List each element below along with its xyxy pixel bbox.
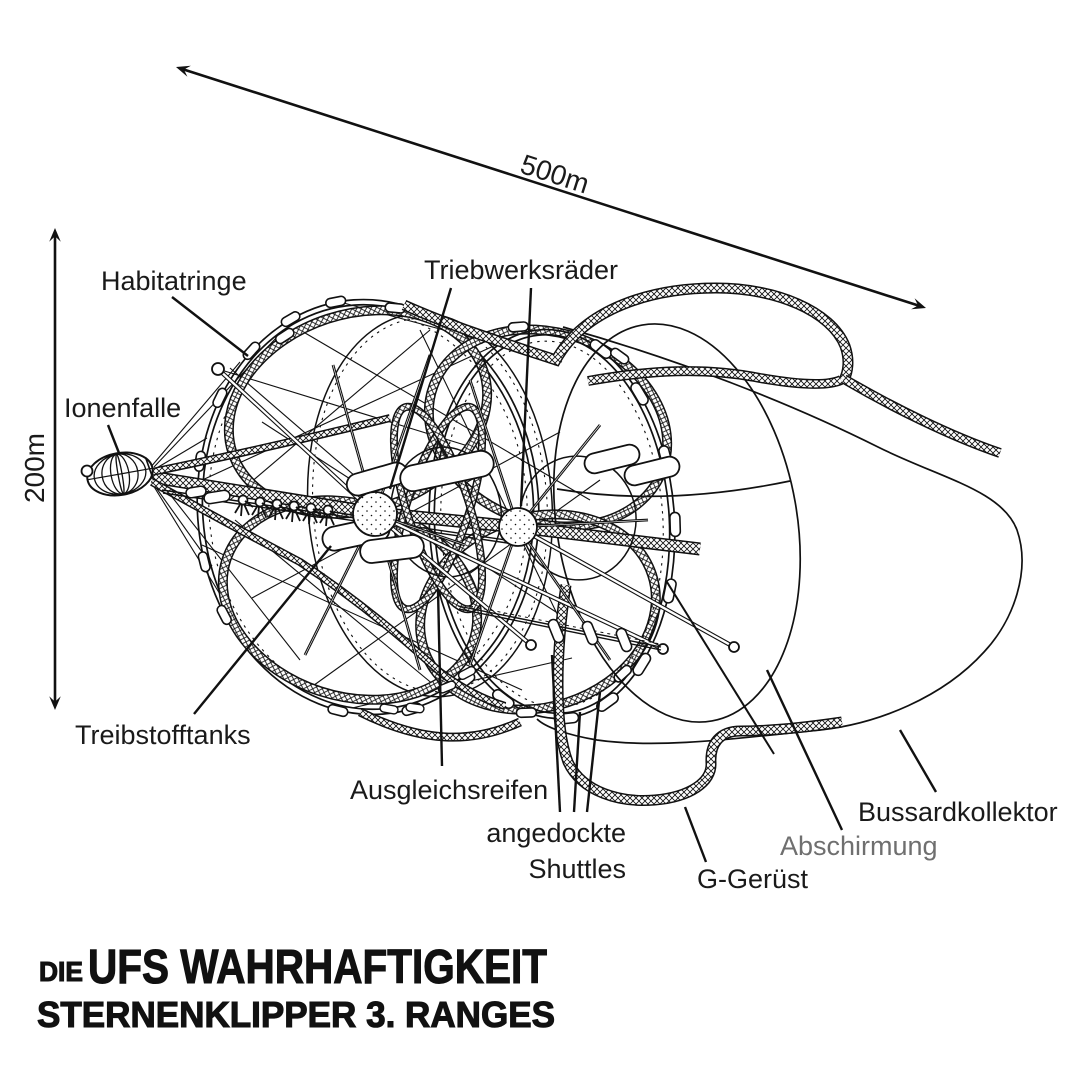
- svg-text:UFS WAHRHAFTIGKEIT: UFS WAHRHAFTIGKEIT: [88, 941, 547, 994]
- svg-text:angedockte: angedockte: [486, 818, 626, 848]
- svg-text:Ionenfalle: Ionenfalle: [64, 393, 181, 423]
- svg-text:Bussardkollektor: Bussardkollektor: [858, 797, 1058, 827]
- svg-text:Ausgleichsreifen: Ausgleichsreifen: [350, 775, 548, 805]
- svg-text:Abschirmung: Abschirmung: [780, 831, 938, 861]
- svg-text:Treibstofftanks: Treibstofftanks: [75, 720, 251, 750]
- svg-text:Triebwerksräder: Triebwerksräder: [424, 255, 618, 285]
- svg-text:Habitatringe: Habitatringe: [101, 266, 247, 296]
- svg-text:STERNENKLIPPER 3. RANGES: STERNENKLIPPER 3. RANGES: [37, 994, 555, 1035]
- svg-text:200m: 200m: [19, 433, 50, 503]
- svg-text:Shuttles: Shuttles: [528, 854, 626, 884]
- svg-text:G-Gerüst: G-Gerüst: [697, 864, 809, 894]
- svg-text:DIE: DIE: [39, 956, 83, 987]
